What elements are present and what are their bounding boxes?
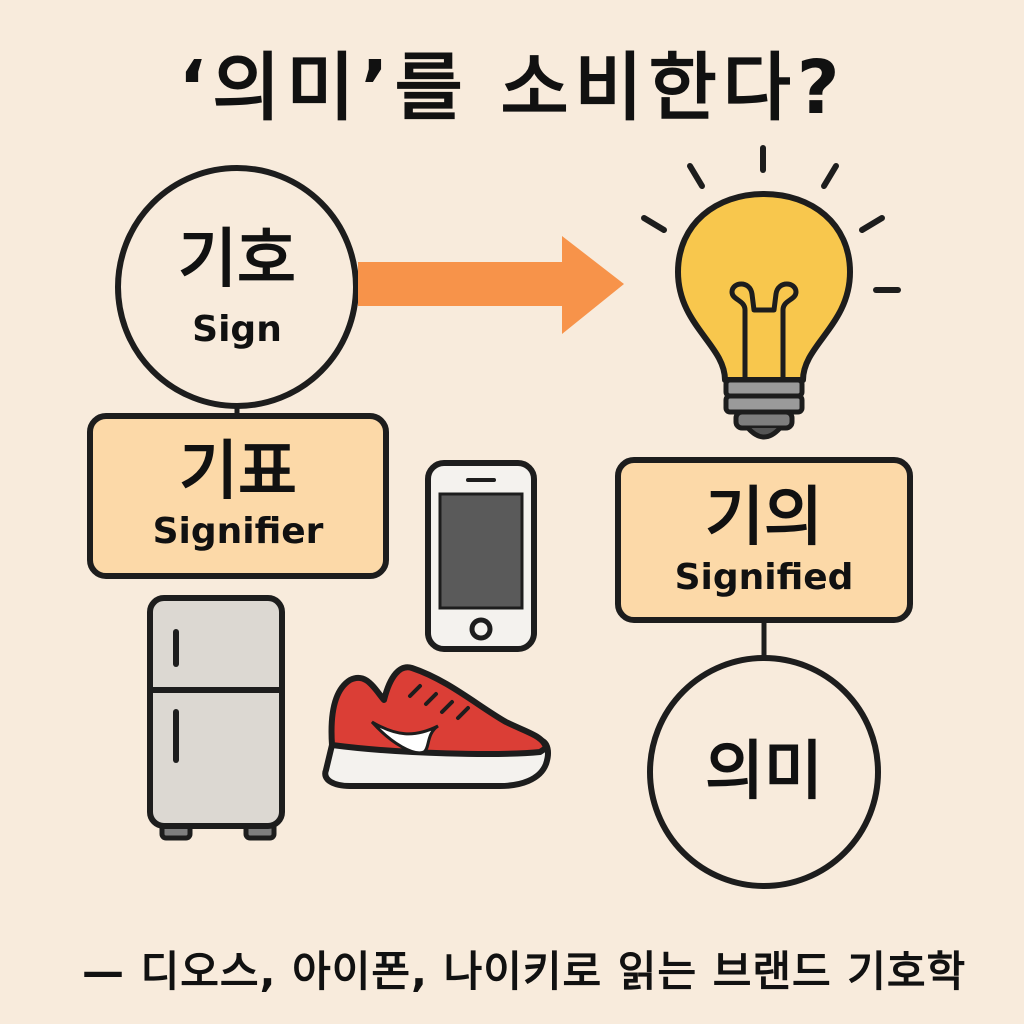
arrow-right-icon xyxy=(358,236,624,334)
footer-caption: — 디오스, 아이폰, 나이키로 읽는 브랜드 기호학 xyxy=(82,947,967,996)
lightbulb-icon xyxy=(641,145,901,440)
sign-label-en: Sign xyxy=(192,309,282,350)
page-title: ‘의미’를 소비한다? xyxy=(178,45,846,131)
signifier-label-en: Signifier xyxy=(152,511,324,552)
smartphone-icon xyxy=(425,460,537,652)
signified-label-en: Signified xyxy=(674,557,854,598)
refrigerator-icon xyxy=(147,595,285,841)
sneaker-icon xyxy=(322,664,551,789)
signifier-label-ko: 기표 xyxy=(179,435,297,509)
meaning-label-ko: 의미 xyxy=(705,735,823,809)
sign-label-ko: 기호 xyxy=(178,223,296,297)
signified-label-ko: 기의 xyxy=(705,481,823,555)
